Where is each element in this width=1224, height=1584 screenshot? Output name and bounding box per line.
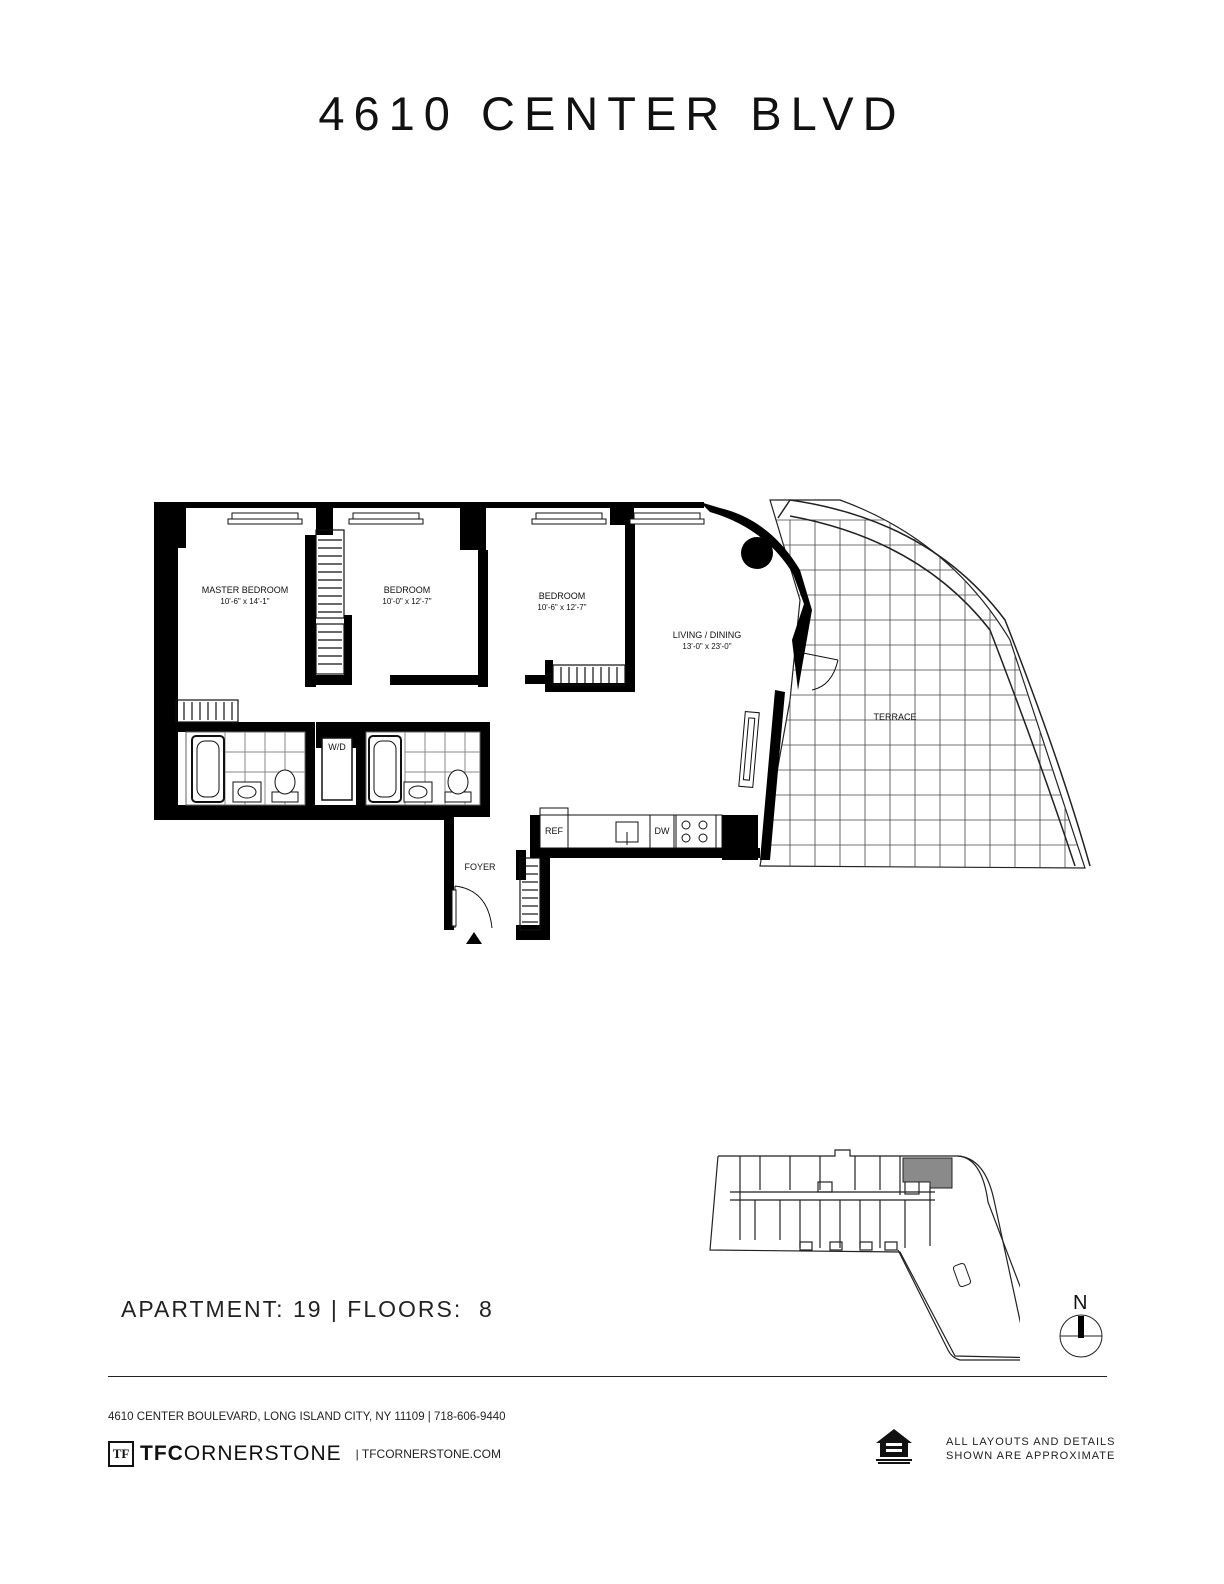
label-washer-dryer: W/D xyxy=(328,742,346,752)
terrace xyxy=(759,499,1091,869)
room-label-master-bedroom: MASTER BEDROOM 10'-6" x 14'-1" xyxy=(201,585,289,606)
entry-door xyxy=(451,885,493,929)
bathroom-1 xyxy=(185,731,306,806)
room-label-foyer: FOYER xyxy=(464,862,496,872)
terrace-door xyxy=(797,651,839,691)
label-refrigerator: REF xyxy=(545,826,563,836)
highlighted-unit xyxy=(902,1157,953,1189)
compass-label: N xyxy=(1073,1292,1088,1314)
brand-url: | TFCORNERSTONE.COM xyxy=(355,1447,501,1461)
room-label-bedroom-3: BEDROOM 10'-6" x 12'-7" xyxy=(537,591,587,612)
interior-walls xyxy=(178,505,635,940)
kitchen xyxy=(539,710,760,849)
structural-column xyxy=(741,537,773,569)
bathroom-2 xyxy=(365,731,481,806)
footer-address: 4610 CENTER BOULEVARD, LONG ISLAND CITY,… xyxy=(108,1411,506,1423)
closets xyxy=(175,529,626,931)
disclaimer: ALL LAYOUTS AND DETAILS SHOWN ARE APPROX… xyxy=(946,1436,1116,1462)
equal-housing-icon xyxy=(876,1429,912,1464)
brand-name: TFCORNERSTONE xyxy=(140,1442,342,1465)
car-icon xyxy=(952,1262,972,1288)
building-key-plan xyxy=(709,1149,1020,1361)
north-arrow-icon xyxy=(1059,1314,1103,1358)
footer-divider xyxy=(108,1376,1107,1377)
brand-mark: TF xyxy=(108,1441,134,1467)
apartment-info: APARTMENT: 19 | FLOORS: 8 xyxy=(121,1296,494,1322)
brand-logo: TF TFCORNERSTONE | TFCORNERSTONE.COM xyxy=(108,1440,501,1468)
windows xyxy=(227,512,705,525)
room-label-living-dining: LIVING / DINING 13'-0" x 23'-0" xyxy=(672,630,742,651)
washer-dryer-closet xyxy=(321,737,353,801)
room-label-bedroom-2: BEDROOM 10'-0" x 12'-7" xyxy=(382,585,432,606)
room-label-terrace: TERRACE xyxy=(873,712,917,722)
exterior-walls xyxy=(154,502,812,860)
page-title: 4610 CENTER BLVD xyxy=(318,87,906,140)
label-dishwasher: DW xyxy=(654,826,670,836)
entry-arrow-icon xyxy=(466,932,482,944)
